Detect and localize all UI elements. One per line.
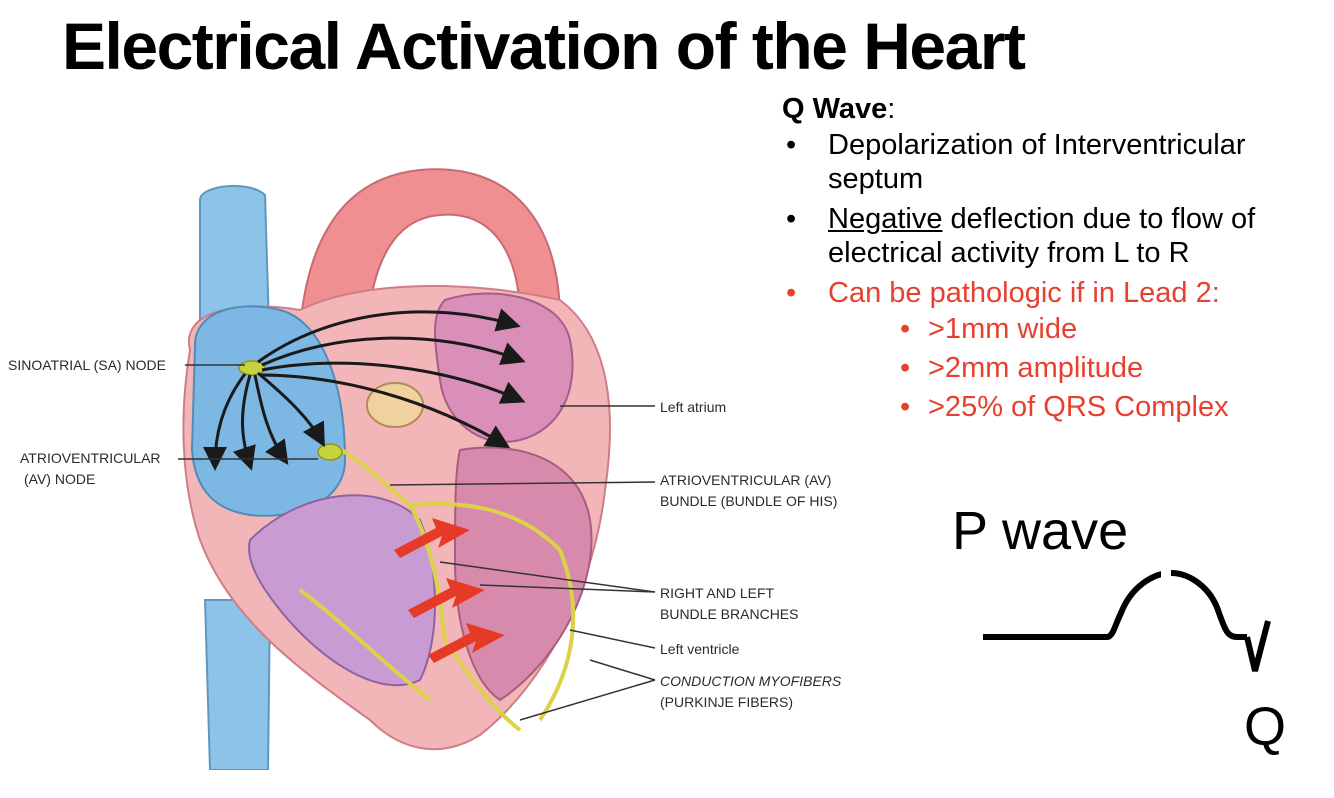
label-av-bundle-2: BUNDLE (BUNDLE OF HIS): [660, 493, 837, 509]
label-left-ventricle: Left ventricle: [660, 641, 740, 657]
label-sa-node: SINOATRIAL (SA) NODE: [8, 357, 166, 373]
label-left-atrium: Left atrium: [660, 399, 726, 415]
criterion-width: >1mm wide: [828, 312, 1322, 346]
label-av-bundle-1: ATRIOVENTRICULAR (AV): [660, 472, 831, 488]
slide-title: Electrical Activation of the Heart: [62, 8, 1025, 84]
label-bundle-branches-1: RIGHT AND LEFT: [660, 585, 775, 601]
bullet-pathologic: Can be pathologic if in Lead 2: >1mm wid…: [782, 276, 1322, 424]
pathologic-criteria: >1mm wide >2mm amplitude >25% of QRS Com…: [828, 312, 1322, 424]
criterion-qrs-ratio: >25% of QRS Complex: [828, 390, 1322, 424]
label-purkinje-1: CONDUCTION MYOFIBERS: [660, 673, 842, 689]
criterion-amplitude: >2mm amplitude: [828, 351, 1322, 385]
bullet-negative-deflection: Negative deflection due to flow of elect…: [782, 202, 1322, 270]
heart-conduction-diagram: SINOATRIAL (SA) NODE ATRIOVENTRICULAR (A…: [0, 160, 900, 770]
av-node: [318, 444, 342, 460]
right-ventricle: [249, 495, 435, 685]
p-wave-label: P wave: [952, 500, 1128, 562]
p-q-waveform: [975, 565, 1295, 685]
q-wave-notes: Q Wave: Depolarization of Interventricul…: [782, 92, 1322, 430]
label-av-node-1: ATRIOVENTRICULAR: [20, 450, 161, 466]
label-av-node-2: (AV) NODE: [24, 471, 95, 487]
bullet-depolarization: Depolarization of Interventricular septu…: [782, 128, 1322, 196]
label-purkinje-2: (PURKINJE FIBERS): [660, 694, 793, 710]
q-wave-bullets: Depolarization of Interventricular septu…: [782, 128, 1322, 424]
label-bundle-branches-2: BUNDLE BRANCHES: [660, 606, 798, 622]
q-wave-heading: Q Wave:: [782, 92, 1322, 126]
sa-node: [239, 361, 265, 375]
q-label: Q: [1244, 696, 1286, 758]
